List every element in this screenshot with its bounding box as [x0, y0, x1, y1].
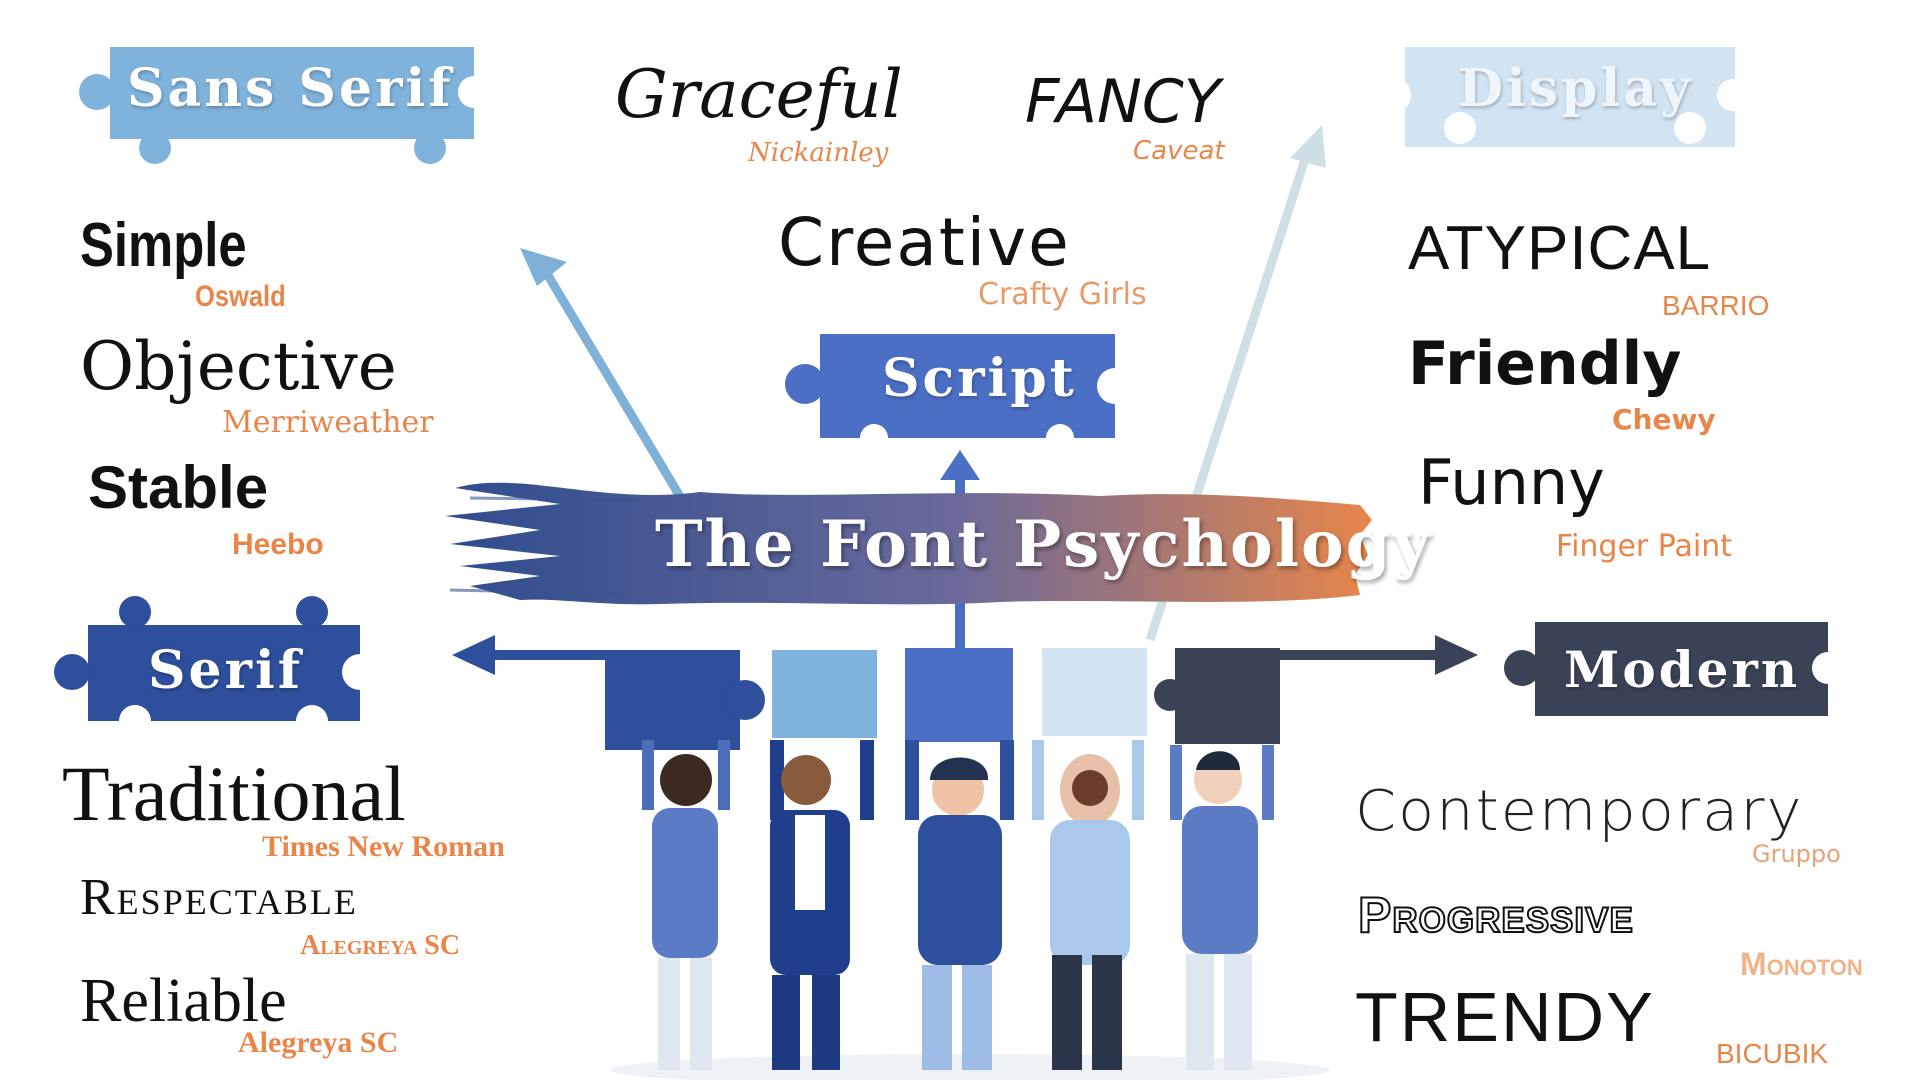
- font-oswald: Oswald: [195, 280, 286, 313]
- word-fancy: FANCY: [1025, 67, 1221, 137]
- category-modern: Modern: [1564, 640, 1801, 699]
- serif-puzzle-piece: [54, 596, 378, 737]
- word-traditional: Traditional: [62, 750, 406, 837]
- arrow-to-sans-serif: [520, 248, 704, 533]
- font-finger-paint: Finger Paint: [1556, 529, 1733, 564]
- font-monoton: Monoton: [1740, 946, 1863, 982]
- word-atypical: ATYPICAL: [1408, 214, 1712, 283]
- category-sans-serif: Sans Serif: [127, 58, 454, 119]
- font-merriweather: Merriweather: [222, 405, 434, 440]
- modern-puzzle-piece: [1504, 622, 1844, 716]
- font-bicubik: BICUBIK: [1716, 1038, 1829, 1069]
- word-graceful: Graceful: [615, 56, 903, 133]
- word-creative: Creative: [778, 204, 1071, 281]
- word-progressive: Progressive: [1357, 887, 1634, 943]
- font-gruppo: Gruppo: [1752, 840, 1841, 868]
- word-respectable: Respectable: [80, 869, 358, 926]
- word-simple: Simple: [80, 211, 247, 280]
- font-alegreya-sc-1: Alegreya SC: [300, 930, 461, 961]
- page-title: The Font Psychology: [655, 507, 1432, 582]
- sans-serif-puzzle-piece: [79, 47, 490, 164]
- font-barrio: BARRIO: [1662, 290, 1770, 321]
- font-caveat: Caveat: [1133, 136, 1225, 166]
- font-alegreya-sc-2: Alegreya SC: [238, 1026, 399, 1059]
- people-illustration: [605, 648, 1330, 1080]
- word-objective: Objective: [80, 328, 397, 405]
- font-crafty-girls: Crafty Girls: [978, 277, 1147, 312]
- word-contemporary: Contemporary: [1355, 779, 1804, 844]
- category-script: Script: [882, 348, 1077, 409]
- arrow-to-modern: [1270, 635, 1478, 675]
- font-heebo: Heebo: [232, 528, 324, 561]
- font-chewy: Chewy: [1612, 403, 1716, 436]
- word-friendly: Friendly: [1408, 329, 1682, 399]
- font-nickainley: Nickainley: [748, 138, 889, 168]
- category-serif: Serif: [148, 640, 304, 701]
- script-puzzle-piece: [785, 334, 1133, 452]
- word-funny: Funny: [1418, 446, 1605, 519]
- word-trendy: TRENDY: [1355, 978, 1655, 1056]
- display-puzzle-piece: [1375, 47, 1749, 147]
- title-brush-stroke: [445, 482, 1372, 605]
- category-display: Display: [1458, 58, 1694, 119]
- word-reliable: Reliable: [80, 967, 287, 1035]
- font-times-new-roman: Times New Roman: [262, 830, 505, 863]
- word-stable: Stable: [88, 454, 269, 521]
